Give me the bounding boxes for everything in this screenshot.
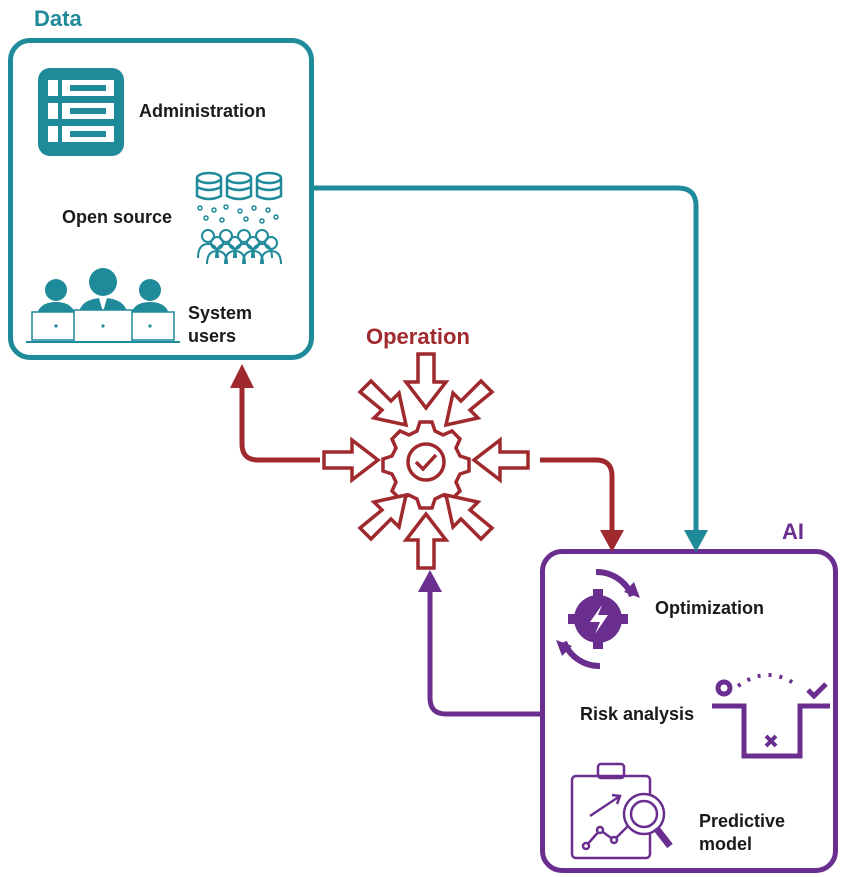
- arrow-bottom-left: [357, 492, 409, 542]
- arrow-top-left: [357, 378, 409, 428]
- optimization-label: Optimization: [655, 598, 764, 618]
- users-laptops-icon: [26, 268, 180, 343]
- server-icon: [38, 68, 124, 156]
- optimization-gear-icon: [556, 568, 640, 670]
- system-users-label-line2: users: [188, 326, 237, 346]
- arrow-bottom: [402, 511, 450, 570]
- system-users-label-line1: System: [188, 303, 253, 323]
- arrow-left: [322, 436, 381, 484]
- operation-title: Operation: [366, 324, 470, 349]
- ai-group-title: AI: [782, 519, 804, 544]
- arrow-top-right: [443, 378, 495, 428]
- risk-analysis-label: Risk analysis: [580, 704, 695, 724]
- predictive-model-label-line2: model: [699, 834, 753, 854]
- predictive-model-label-line1: Predictive: [699, 811, 786, 831]
- database-crowd-icon: [195, 171, 283, 265]
- operation-to-data-connector: [230, 364, 320, 463]
- data-group-title: Data: [34, 6, 82, 31]
- operation-arrows-gear-icon: [322, 352, 530, 570]
- arrow-right: [471, 436, 530, 484]
- open-source-label: Open source: [62, 207, 173, 227]
- data-to-ai-connector: [314, 185, 708, 552]
- clipboard-analysis-icon: [570, 762, 673, 860]
- arrow-bottom-right: [443, 492, 495, 542]
- ai-to-operation-connector: [418, 570, 540, 717]
- risk-path-icon: [712, 673, 830, 759]
- operation-to-ai-connector: [540, 457, 624, 552]
- arrow-top: [402, 352, 450, 411]
- administration-label: Administration: [139, 101, 267, 121]
